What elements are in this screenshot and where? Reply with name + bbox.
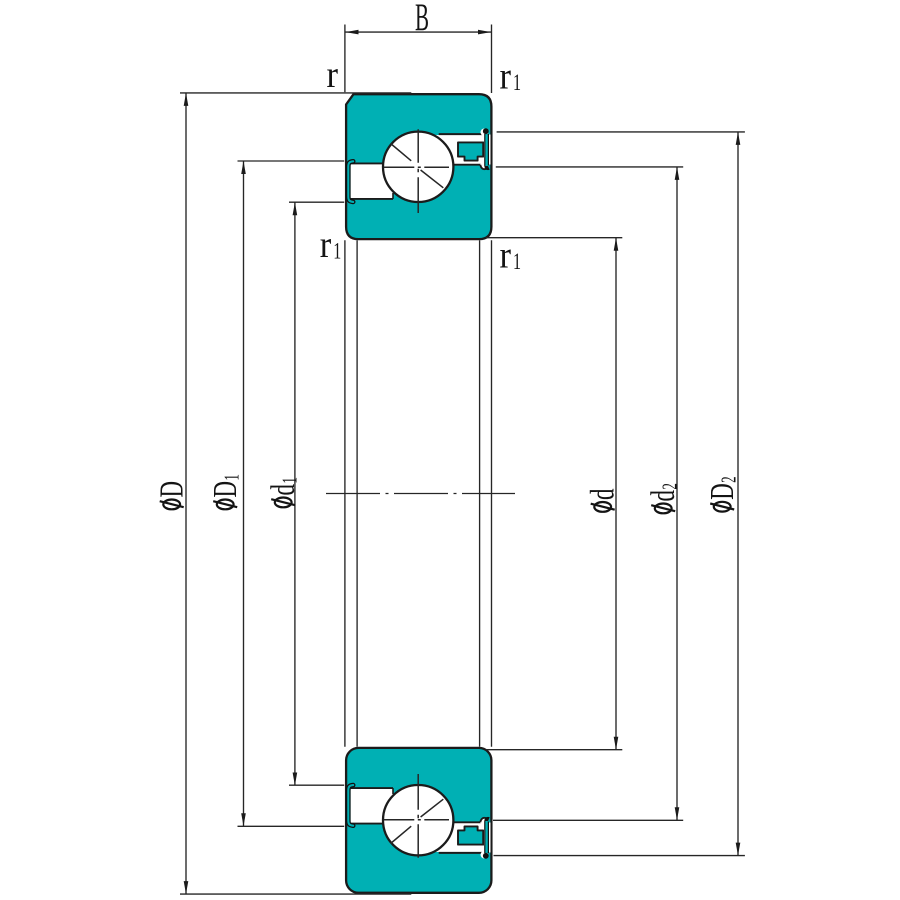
svg-text:r: r — [500, 235, 512, 277]
svg-text:1: 1 — [513, 249, 521, 274]
svg-text:1: 1 — [513, 70, 521, 95]
svg-text:1: 1 — [333, 238, 341, 263]
svg-text:D: D — [207, 481, 244, 498]
svg-text:B: B — [415, 0, 429, 39]
svg-text:r: r — [320, 224, 332, 266]
svg-text:d: d — [645, 490, 682, 502]
svg-text:1: 1 — [220, 474, 244, 481]
svg-text:D: D — [704, 483, 741, 500]
svg-text:d: d — [585, 489, 622, 501]
svg-text:2: 2 — [658, 483, 682, 490]
svg-text:r: r — [327, 54, 339, 96]
svg-text:d: d — [265, 484, 302, 496]
svg-text:D: D — [154, 481, 191, 498]
svg-text:r: r — [500, 56, 512, 98]
svg-text:2: 2 — [717, 476, 741, 483]
svg-text:1: 1 — [278, 477, 302, 484]
